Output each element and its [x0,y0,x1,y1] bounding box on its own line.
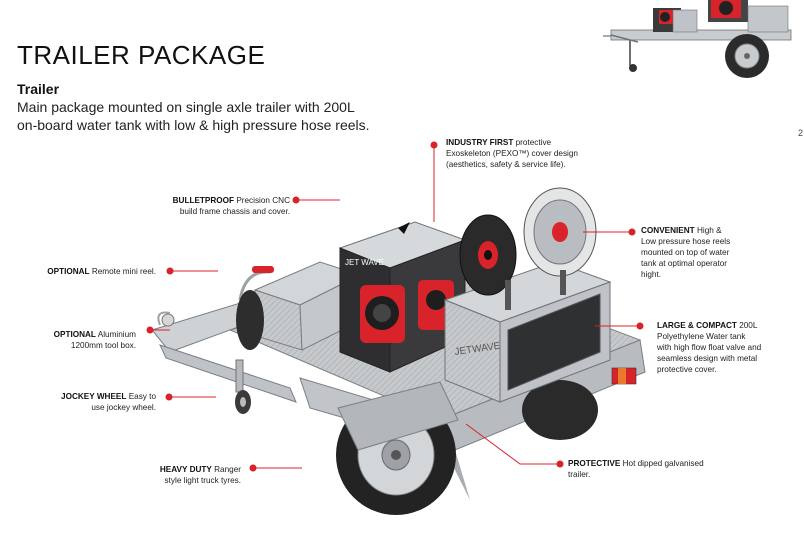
callout-industry-first: INDUSTRY FIRST protective Exoskeleton (P… [446,138,578,169]
page-title: TRAILER PACKAGE [17,40,266,70]
section-subtitle: Trailer [17,81,60,97]
callout-large-compact: LARGE & COMPACT 200L Polyethylene Water … [657,321,762,374]
trailer-side-view-thumbnail [603,0,792,78]
callout-leaders [146,141,644,472]
water-tank: JETWAVE [443,261,612,403]
engine-brand-label: JET WAVE [345,258,384,267]
engine-unit: JET WAVE [338,221,467,373]
intro-paragraph: Main package mounted on single axle trai… [17,99,370,133]
callout-jockey-wheel: JOCKEY WHEEL Easy to use jockey wheel. [61,392,156,412]
callout-optional-toolbox: OPTIONAL Aluminium 1200mm tool box. [53,330,136,350]
front-tyre [336,381,459,515]
callout-heavy-duty: HEAVY DUTY Ranger style light truck tyre… [159,465,241,485]
callout-optional-reel: OPTIONAL Remote mini reel. [47,267,156,276]
callout-protective: PROTECTIVE Hot dipped galvanised trailer… [568,459,704,479]
hose-reels [459,187,597,310]
callout-bulletproof: BULLETPROOF Precision CNC build frame ch… [172,196,290,216]
callout-convenient: CONVENIENT High & Low pressure hose reel… [641,226,731,279]
mini-reel [236,266,274,350]
jockey-wheel [235,359,251,414]
page-number: 2 [798,128,804,138]
rear-tyre [522,380,598,440]
